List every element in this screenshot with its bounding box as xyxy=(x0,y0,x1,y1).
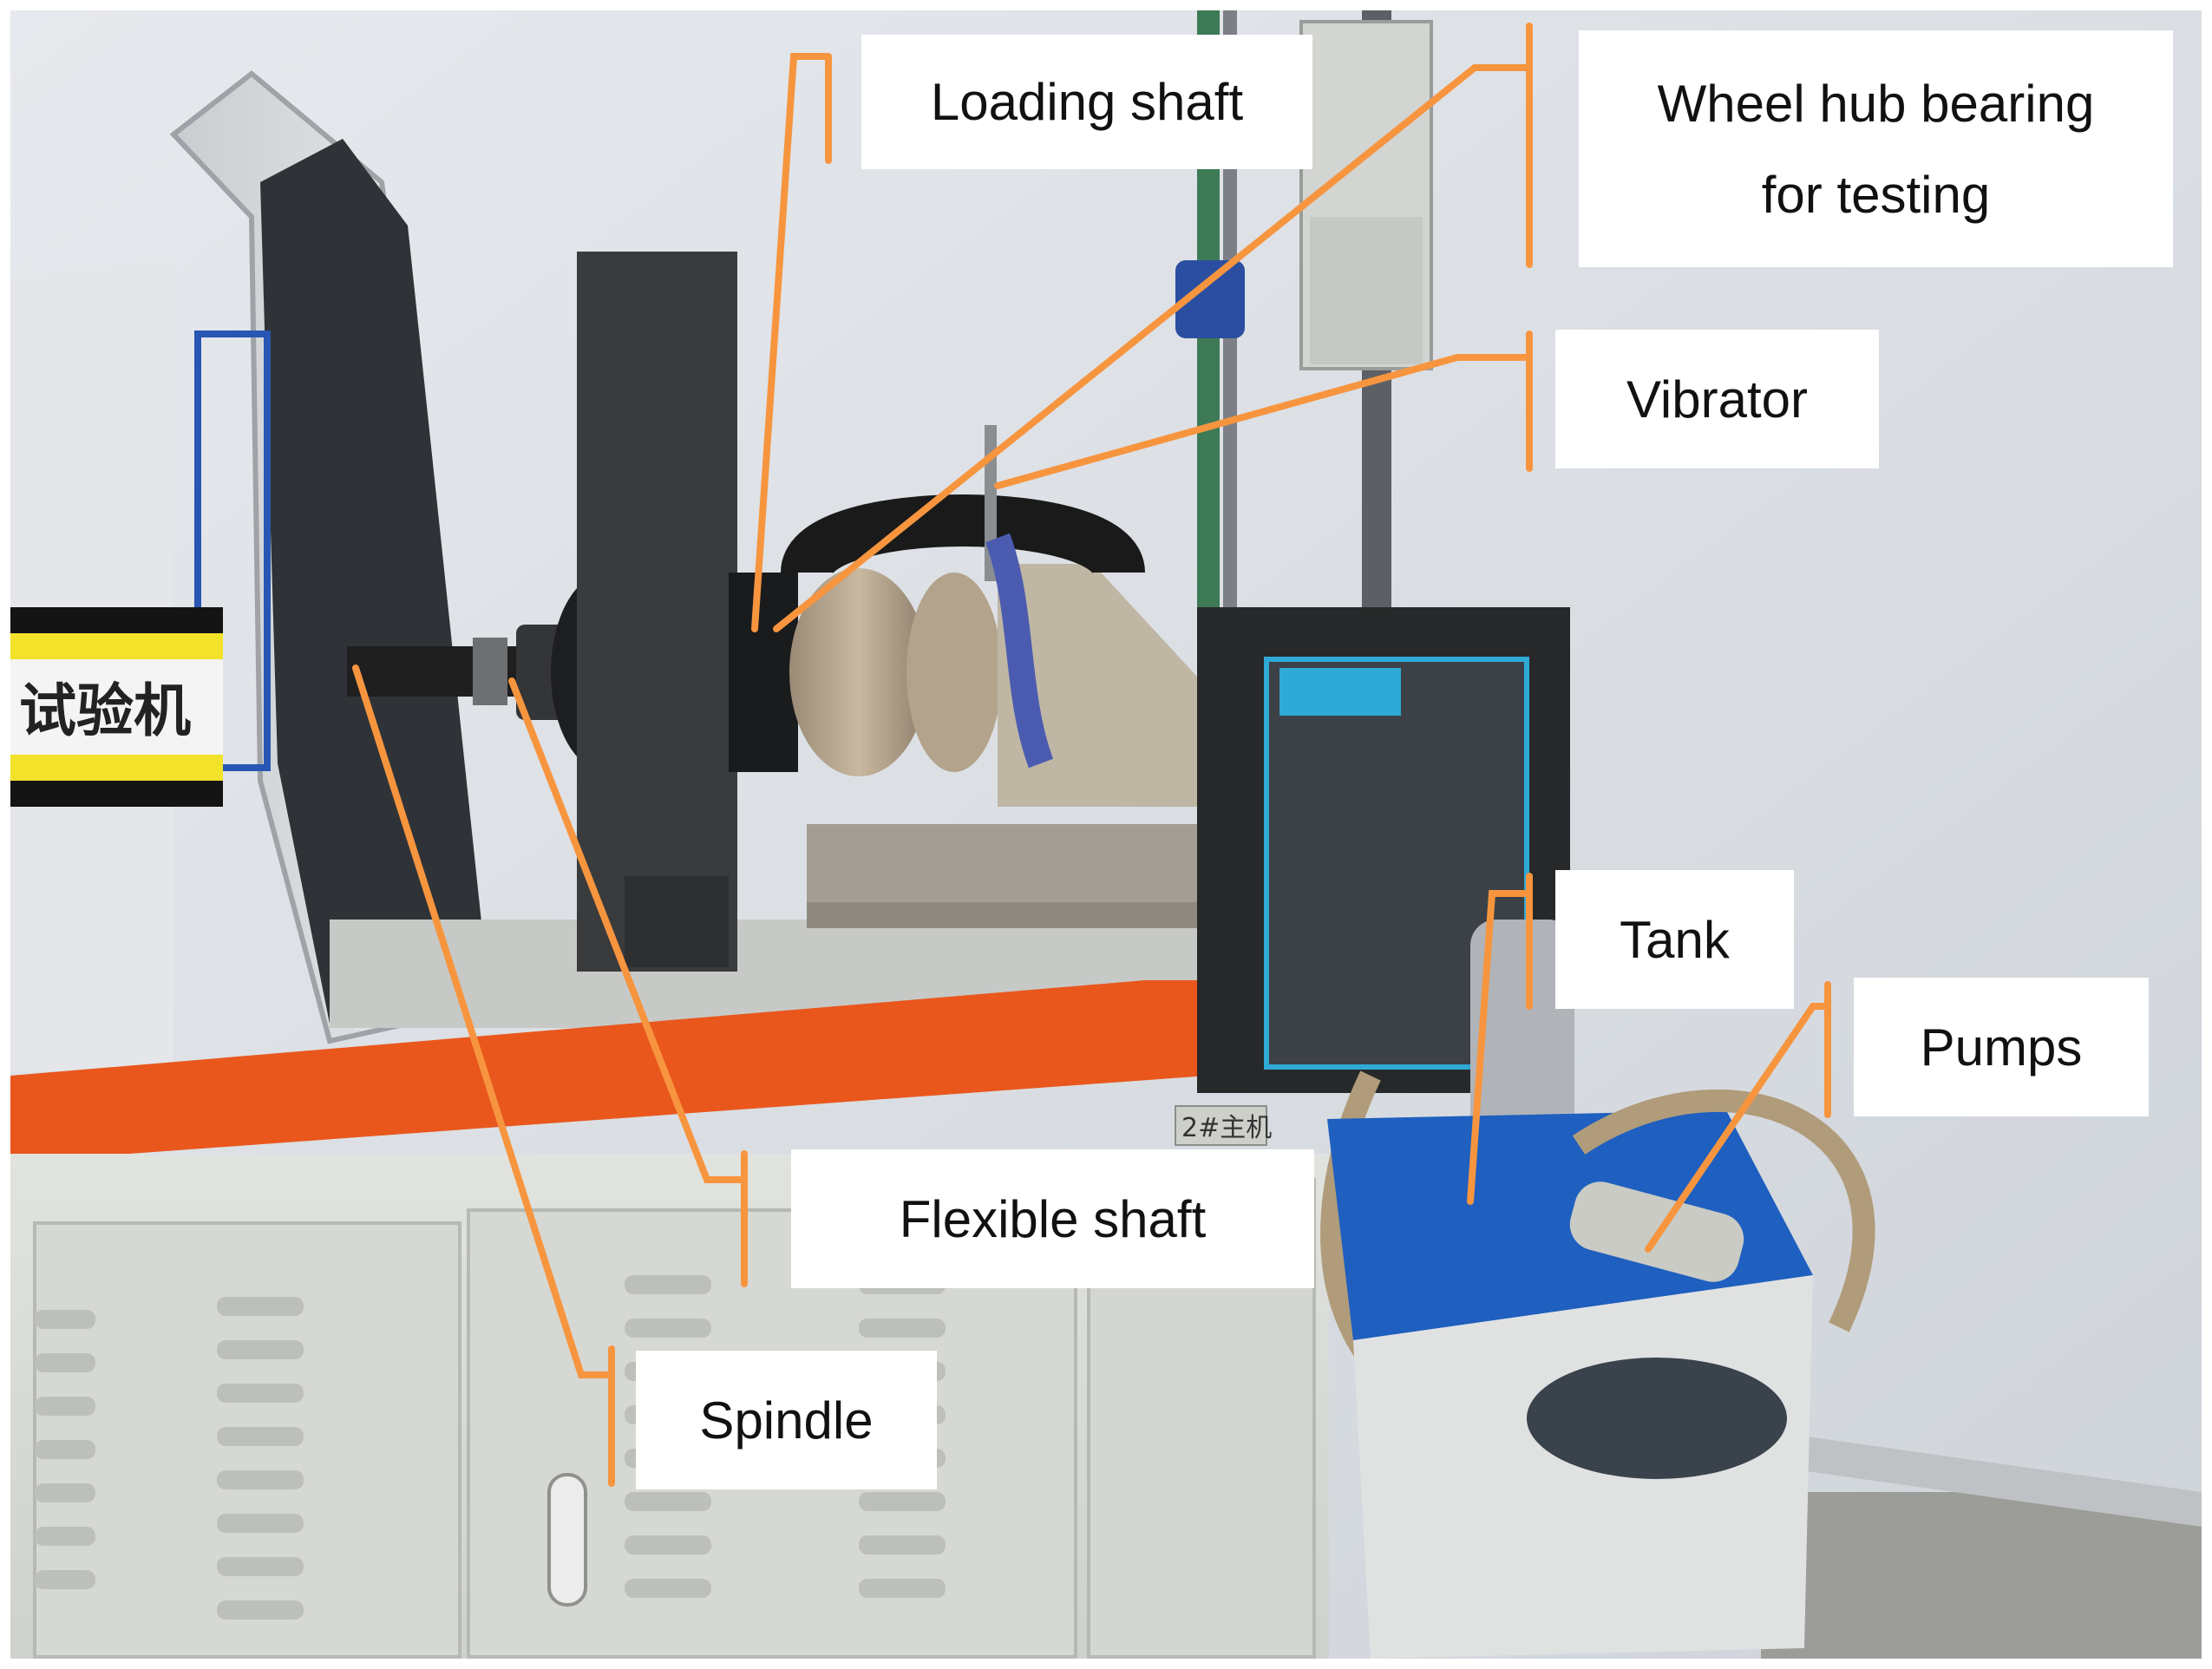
callout-wheel-hub-line-1: Wheel hub bearing xyxy=(1657,74,2095,133)
callout-wheel-hub-bearing: Wheel hub bearing for testing xyxy=(1579,30,2173,267)
label-plate xyxy=(10,659,223,755)
loading-shaft xyxy=(729,573,798,772)
hood-window xyxy=(260,139,486,1024)
leader-tank xyxy=(1467,873,1533,1205)
control-cabinet-sticker xyxy=(1279,668,1401,716)
callout-tank: Tank xyxy=(1555,870,1794,1009)
leader-flexible-shaft xyxy=(508,677,748,1287)
loading-frame xyxy=(577,252,737,972)
loading-frame-foot xyxy=(625,876,729,967)
orange-rail xyxy=(10,980,1327,1162)
coolant-line xyxy=(985,533,1054,769)
callout-spindle-text: Spindle xyxy=(699,1391,874,1450)
label-black-band-top xyxy=(10,607,223,633)
pump-motor xyxy=(1470,920,1574,1145)
machine-side-label: 试验机 xyxy=(19,677,191,744)
leader-spindle xyxy=(352,664,615,1487)
callout-flexible-shaft: Flexible shaft xyxy=(791,1149,1314,1288)
callout-pumps: Pumps xyxy=(1854,978,2149,1116)
base-tray-front xyxy=(807,902,1284,928)
leader-loading-shaft xyxy=(751,53,832,632)
callout-loading-shaft: Loading shaft xyxy=(861,35,1312,169)
door-handle xyxy=(547,1473,587,1607)
base-tray xyxy=(807,824,1284,902)
callout-tank-text: Tank xyxy=(1620,910,1730,969)
leader-wheel-hub xyxy=(773,23,1533,632)
floor xyxy=(1761,1492,2202,1659)
black-hose xyxy=(781,494,1145,578)
hood-blue-trim xyxy=(194,331,271,771)
station-plate-text: 2#主机 xyxy=(1181,1113,1272,1143)
floor-baseboard xyxy=(1770,1431,2202,1527)
pump-housing xyxy=(1527,1358,1787,1479)
label-yellow-band-bottom xyxy=(10,755,223,781)
callout-spindle: Spindle xyxy=(636,1351,937,1489)
label-black-band-bottom xyxy=(10,781,223,807)
bearing-flange xyxy=(789,568,928,776)
leader-pumps xyxy=(1645,981,1831,1253)
label-yellow-band-top xyxy=(10,633,223,659)
coupling-ring xyxy=(473,638,507,705)
callout-vibrator-text: Vibrator xyxy=(1626,370,1808,429)
callout-wheel-hub-line-2: for testing xyxy=(1761,165,1991,224)
leader-vibrator xyxy=(994,331,1533,489)
bearing-hub xyxy=(906,573,1002,772)
valve xyxy=(1175,260,1245,338)
callout-flexible-shaft-text: Flexible shaft xyxy=(899,1189,1207,1248)
tank-hose xyxy=(1572,1089,1875,1332)
callout-vibrator: Vibrator xyxy=(1555,330,1879,468)
callout-pumps-text: Pumps xyxy=(1920,1018,2083,1077)
electrical-box-door xyxy=(1310,217,1423,364)
callout-loading-shaft-text: Loading shaft xyxy=(930,73,1244,131)
station-plate xyxy=(1175,1105,1267,1146)
